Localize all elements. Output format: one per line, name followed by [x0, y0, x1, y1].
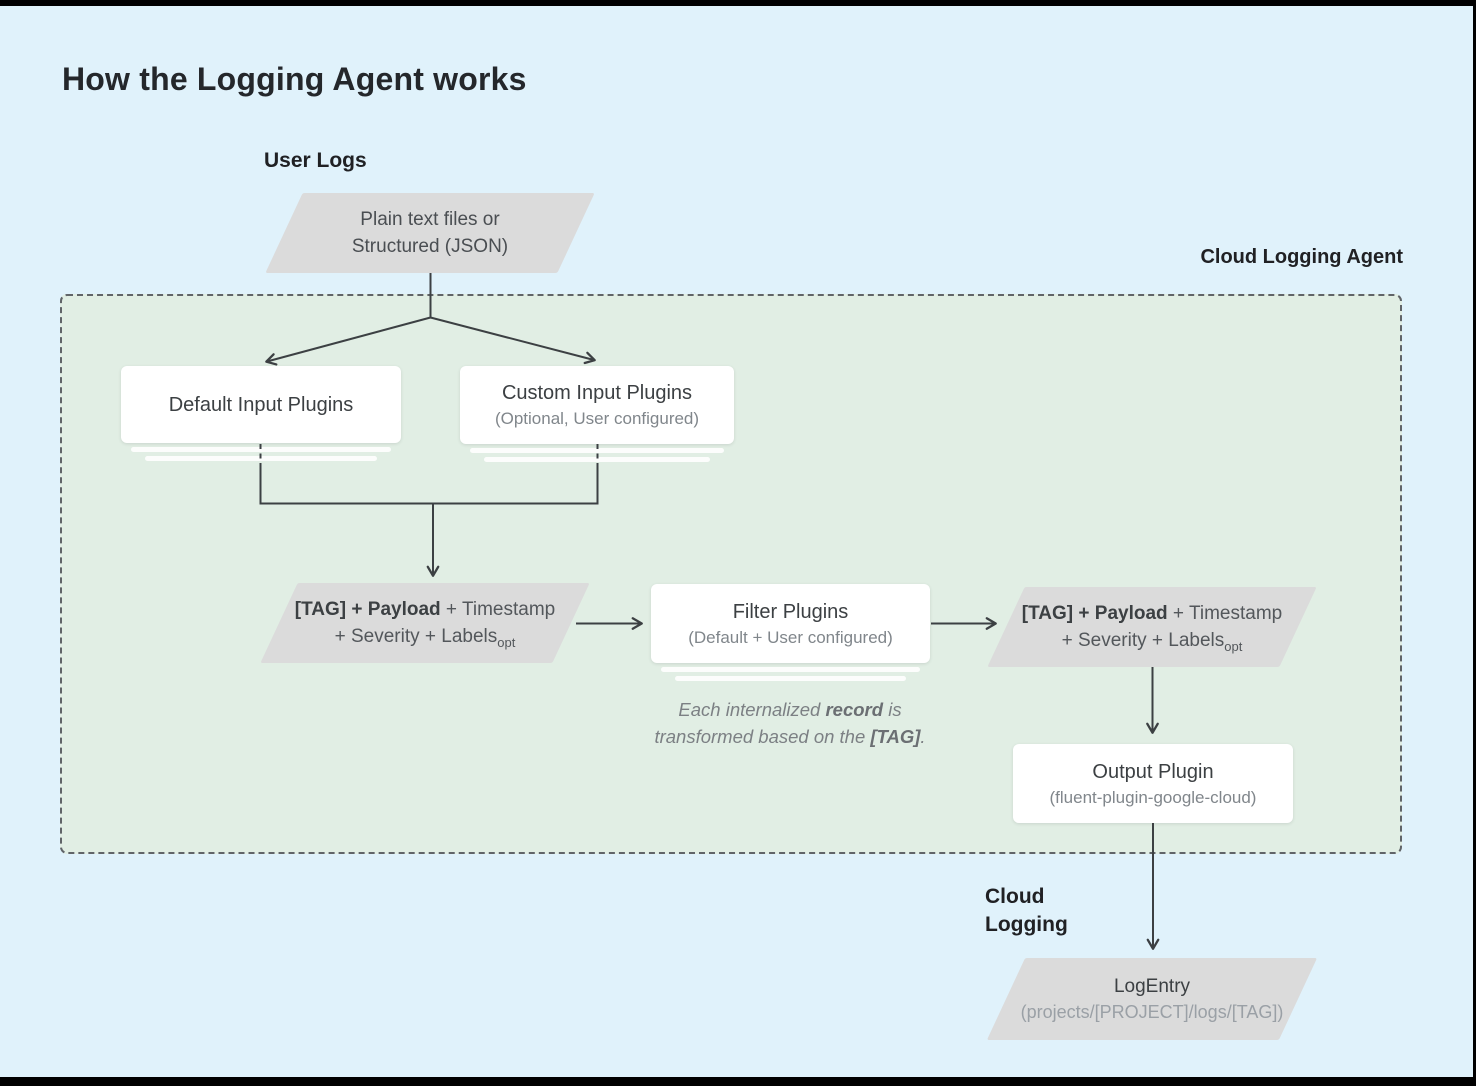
output-plugin-node: Output Plugin (fluent-plugin-google-clou…: [1013, 744, 1293, 823]
stacked-card-line: [661, 667, 920, 672]
cloud-logging-agent-label: Cloud Logging Agent: [1200, 246, 1403, 268]
stacked-card-line: [484, 457, 710, 462]
stacked-card-line: [145, 456, 377, 461]
log-record-left-rest: + Timestamp: [440, 598, 556, 620]
log-entry-subtitle: (projects/[PROJECT]/logs/[TAG]): [1020, 1001, 1284, 1022]
cloud-logging-line2: Logging: [985, 913, 1068, 936]
cloud-logging-line1: Cloud: [985, 885, 1045, 908]
note-bold-record: record: [825, 699, 884, 720]
log-record-left-opt: opt: [497, 634, 516, 650]
log-record-left-bold: [TAG] + Payload: [294, 598, 441, 620]
transform-note: Each internalized record is transformed …: [637, 696, 943, 750]
output-plugin-title: Output Plugin: [1092, 760, 1214, 783]
note-part2: is transformed based on the: [654, 699, 902, 747]
log-record-right-rest: + Timestamp: [1167, 602, 1283, 624]
log-record-left-shape: [TAG] + Payload + Timestamp + Severity +…: [260, 583, 590, 663]
custom-input-plugins-node: Custom Input Plugins (Optional, User con…: [460, 366, 734, 444]
diagram-canvas: How the Logging Agent works User Logs Pl…: [0, 6, 1473, 1077]
filter-plugins-title: Filter Plugins: [732, 600, 849, 623]
stacked-card-line: [675, 676, 906, 681]
cloud-logging-label: Cloud Logging: [985, 883, 1068, 939]
default-input-plugins-node: Default Input Plugins: [121, 366, 401, 443]
stacked-card-line: [470, 448, 724, 453]
log-record-right-bold: [TAG] + Payload: [1021, 602, 1168, 624]
note-bold-tag: [TAG]: [870, 726, 921, 747]
log-record-right-opt: opt: [1224, 638, 1243, 654]
custom-input-plugins-subtitle: (Optional, User configured): [494, 409, 700, 428]
default-input-plugins-title: Default Input Plugins: [168, 393, 354, 416]
stacked-card-line: [131, 447, 391, 452]
log-record-right-shape: [TAG] + Payload + Timestamp + Severity +…: [987, 587, 1317, 667]
log-record-left-line2: + Severity + Labels: [334, 625, 498, 647]
user-log-source-shape: Plain text files or Structured (JSON): [265, 193, 595, 273]
user-log-source-line1: Plain text files or: [360, 209, 500, 230]
output-plugin-subtitle: (fluent-plugin-google-cloud): [1049, 787, 1257, 807]
user-log-source-line2: Structured (JSON): [351, 236, 509, 257]
note-part3: .: [920, 726, 926, 747]
log-record-right-line2: + Severity + Labels: [1061, 629, 1225, 651]
log-entry-title: LogEntry: [1113, 975, 1191, 997]
filter-plugins-subtitle: (Default + User configured): [688, 627, 893, 647]
filter-plugins-node: Filter Plugins (Default + User configure…: [651, 584, 930, 663]
user-logs-label: User Logs: [264, 149, 367, 172]
page-title: How the Logging Agent works: [62, 61, 527, 97]
custom-input-plugins-title: Custom Input Plugins: [501, 382, 693, 404]
note-part1: Each internalized: [678, 699, 826, 720]
log-entry-shape: LogEntry (projects/[PROJECT]/logs/[TAG]): [986, 958, 1318, 1040]
